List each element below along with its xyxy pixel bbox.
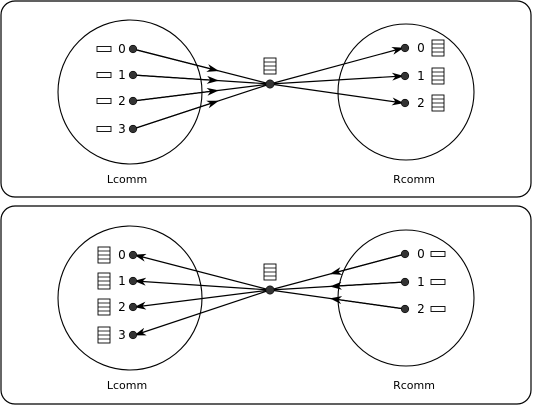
right-rank-node <box>400 43 410 53</box>
left-rank-label: 2 <box>118 94 126 108</box>
right-rank-node <box>400 304 410 314</box>
left-rank-node <box>128 250 138 260</box>
right-rank-label: 2 <box>417 302 425 316</box>
right-rank-node <box>400 277 410 287</box>
panel-frame <box>0 205 532 405</box>
left-communicator-label: Lcomm <box>107 379 147 392</box>
right-rank-label: 0 <box>417 41 425 55</box>
edge-left-rank-3 <box>134 289 271 336</box>
right-rank-label: 1 <box>417 275 425 289</box>
left-rank-node <box>128 96 138 106</box>
intercomm-hub-node <box>265 285 275 295</box>
right-rank-buffer <box>430 251 446 257</box>
left-rank-node <box>128 330 138 340</box>
edge-left-rank-2 <box>134 289 271 310</box>
left-rank-node <box>128 124 138 134</box>
left-rank-label: 3 <box>118 328 126 342</box>
right-rank-node <box>400 71 410 81</box>
right-rank-label: 0 <box>417 247 425 261</box>
left-rank-node <box>128 70 138 80</box>
right-rank-node <box>400 249 410 259</box>
left-rank-buffer <box>96 98 112 104</box>
edge-arrow-right-rank-0 <box>329 253 406 275</box>
edge-arrow-left-rank-3 <box>132 100 219 130</box>
edge-right-rank-0 <box>269 47 404 85</box>
edge-arrow-left-rank-2 <box>132 87 219 102</box>
intercomm-hub-node <box>265 79 275 89</box>
right-rank-node <box>400 98 410 108</box>
right-rank-buffer <box>430 279 446 285</box>
left-rank-label: 3 <box>118 122 126 136</box>
edge-left-rank-0 <box>134 253 271 291</box>
left-communicator-label: Lcomm <box>107 173 147 186</box>
edge-arrow-left-rank-0 <box>132 48 219 72</box>
left-rank-label: 0 <box>118 248 126 262</box>
edge-arrow-right-rank-1 <box>329 281 406 290</box>
left-rank-buffer <box>96 126 112 132</box>
right-communicator-label: Rcomm <box>393 173 435 186</box>
right-rank-buffer <box>430 306 446 312</box>
right-communicator-label: Rcomm <box>393 379 435 392</box>
left-rank-node <box>128 44 138 54</box>
right-rank-label: 2 <box>417 96 425 110</box>
panel-frame <box>0 0 532 198</box>
edge-right-rank-2 <box>269 83 404 106</box>
left-rank-label: 2 <box>118 300 126 314</box>
edge-arrow-left-rank-1 <box>132 74 219 84</box>
left-rank-node <box>128 302 138 312</box>
left-rank-buffer <box>96 72 112 78</box>
left-rank-node <box>128 276 138 286</box>
right-rank-label: 1 <box>417 69 425 83</box>
left-rank-buffer <box>96 46 112 52</box>
edge-right-rank-1 <box>269 72 404 85</box>
edge-left-rank-1 <box>134 277 271 291</box>
left-rank-label: 1 <box>118 68 126 82</box>
edge-arrow-right-rank-2 <box>329 296 406 310</box>
right-communicator-circle <box>337 23 475 161</box>
left-rank-label: 1 <box>118 274 126 288</box>
left-rank-label: 0 <box>118 42 126 56</box>
